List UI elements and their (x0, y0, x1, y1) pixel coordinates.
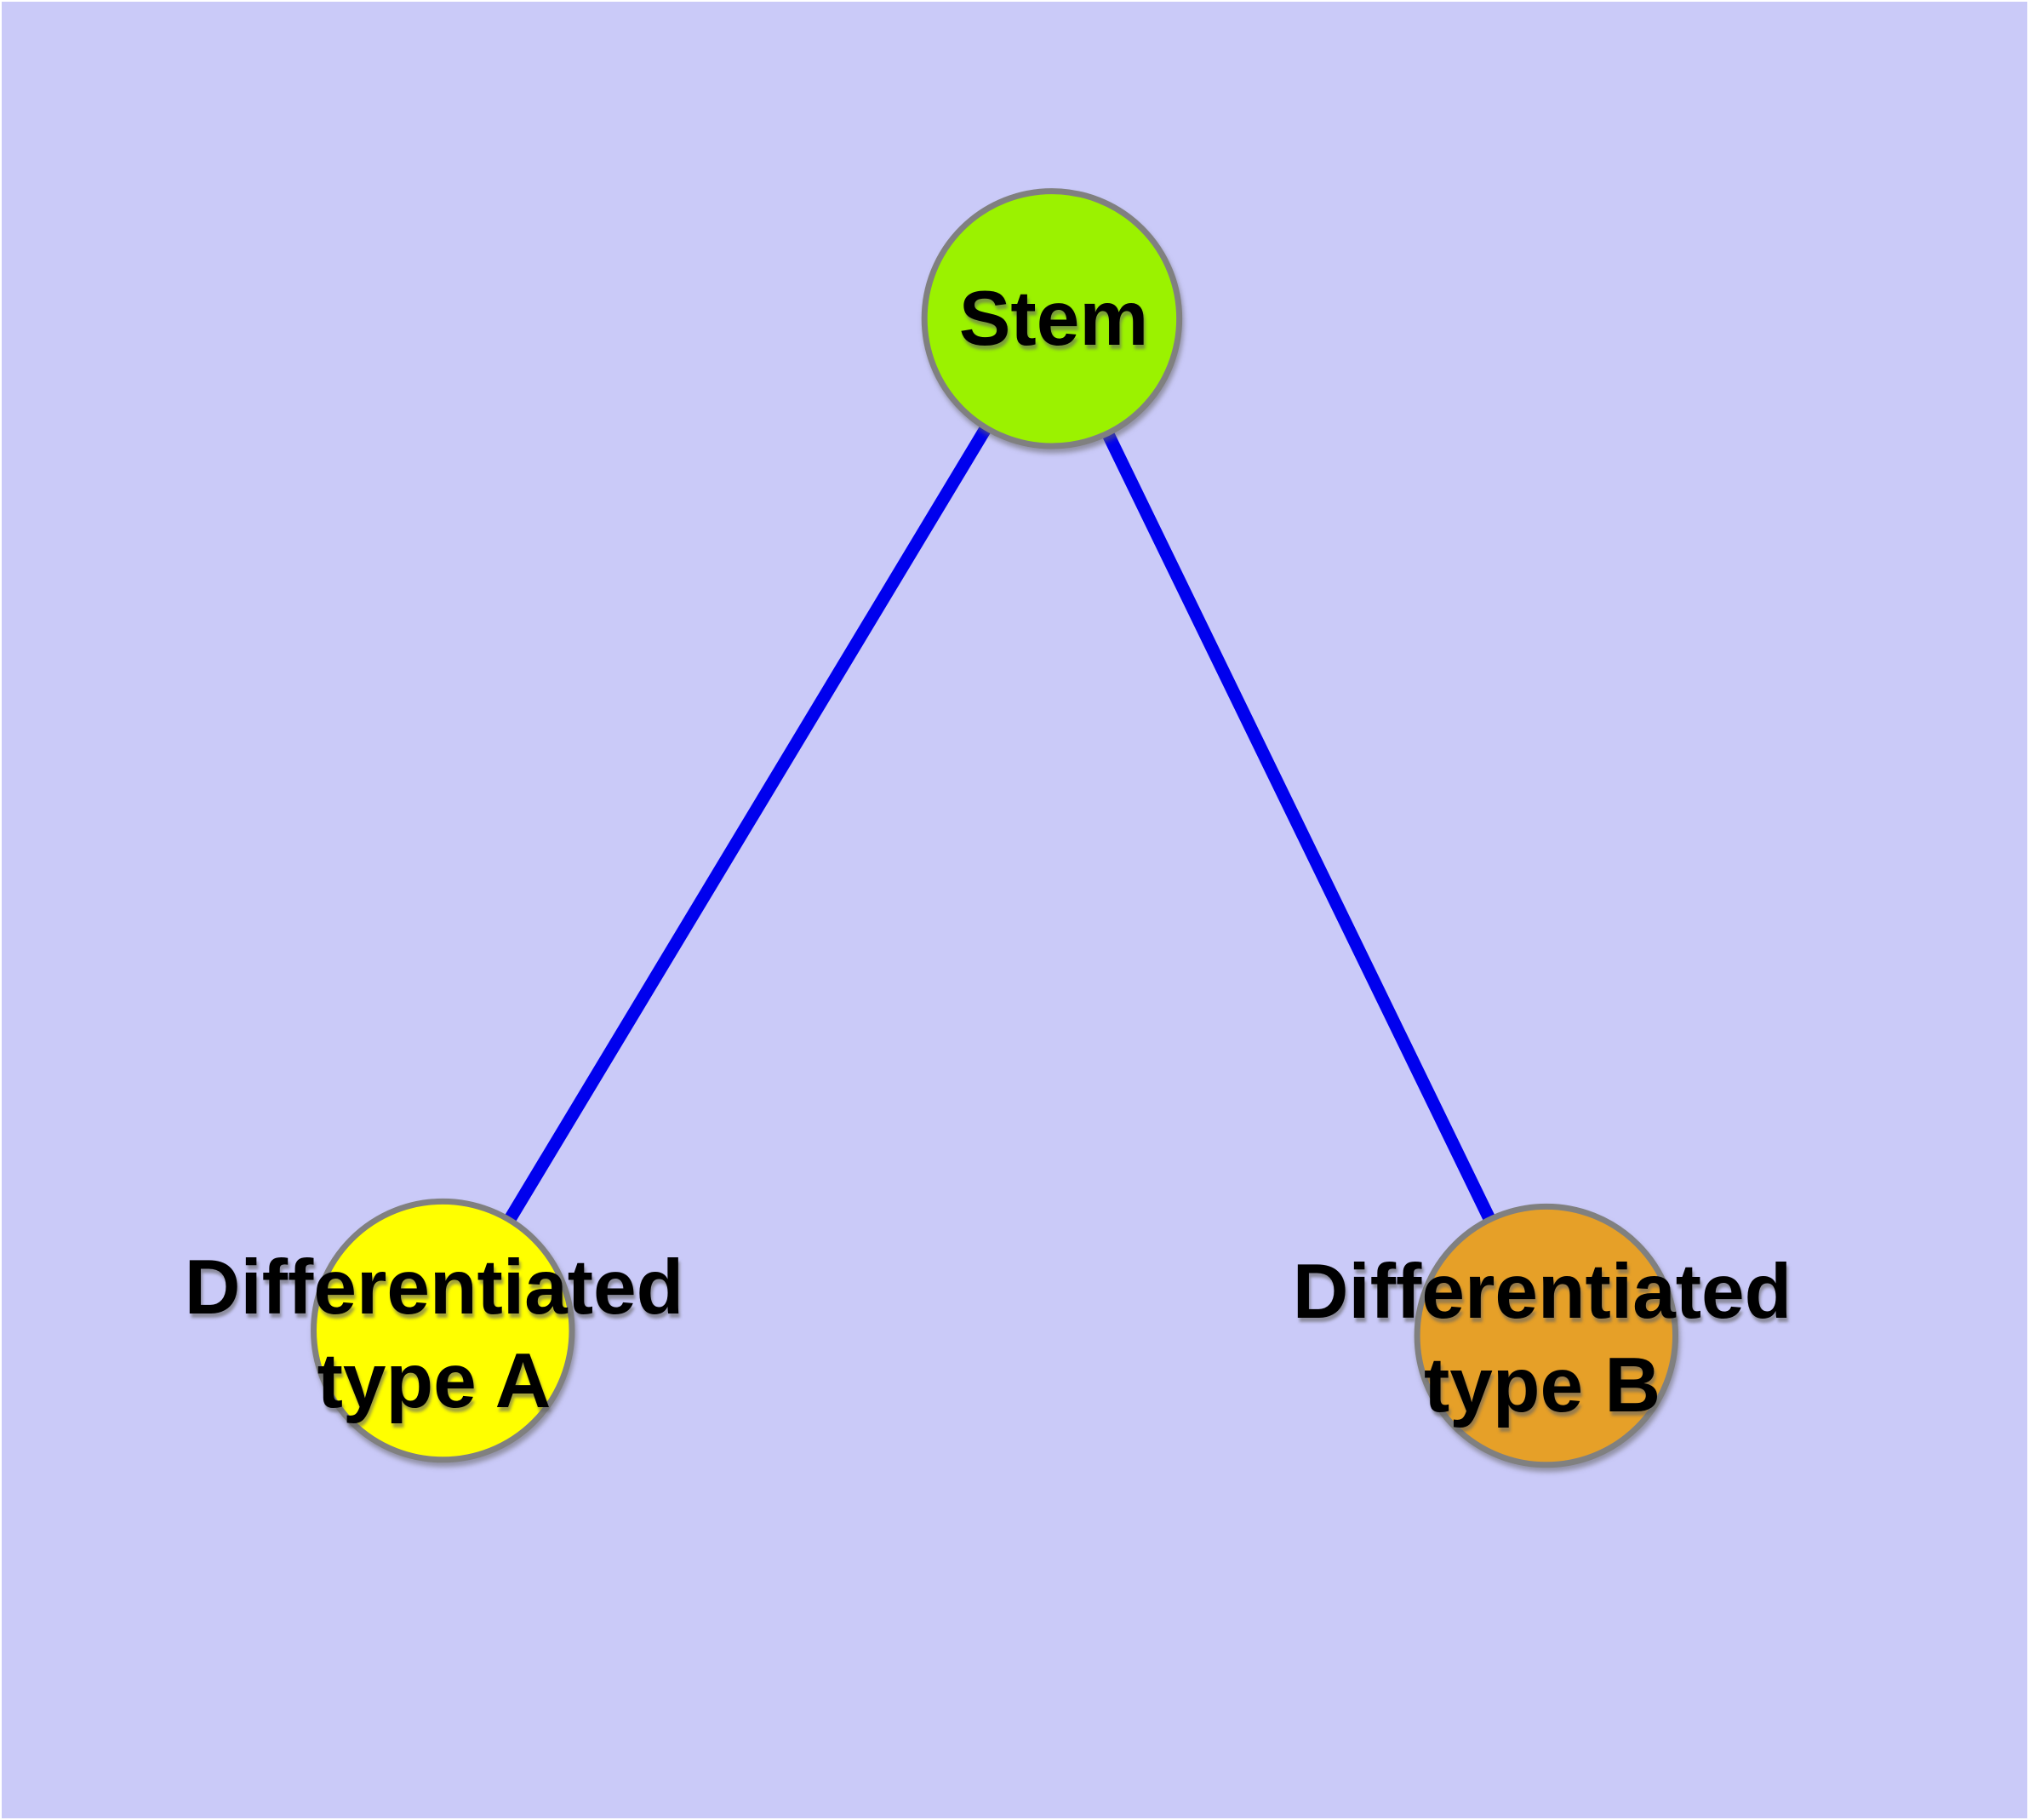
edge-stem-to-type-b (1046, 316, 1552, 1339)
node-type-a-circle (311, 1198, 575, 1463)
node-type-b-label-line-1: Differentiated (1292, 1249, 1792, 1335)
node-type-b-circle (1414, 1203, 1679, 1468)
node-stem-circle (921, 188, 1183, 449)
node-type-a-label: Differentiated type A (185, 1241, 684, 1428)
node-type-b-label-line-2: type B (1423, 1342, 1661, 1428)
node-type-a-label-line-2: type A (317, 1338, 552, 1424)
node-type-a-label-line-1: Differentiated (184, 1245, 684, 1331)
node-group (311, 188, 1679, 1468)
node-type-b-label: Differentiated type B (1293, 1245, 1792, 1433)
edge-group (437, 315, 1552, 1339)
node-stem-label: Stem (958, 276, 1149, 362)
edge-stem-to-type-a (437, 315, 1058, 1334)
